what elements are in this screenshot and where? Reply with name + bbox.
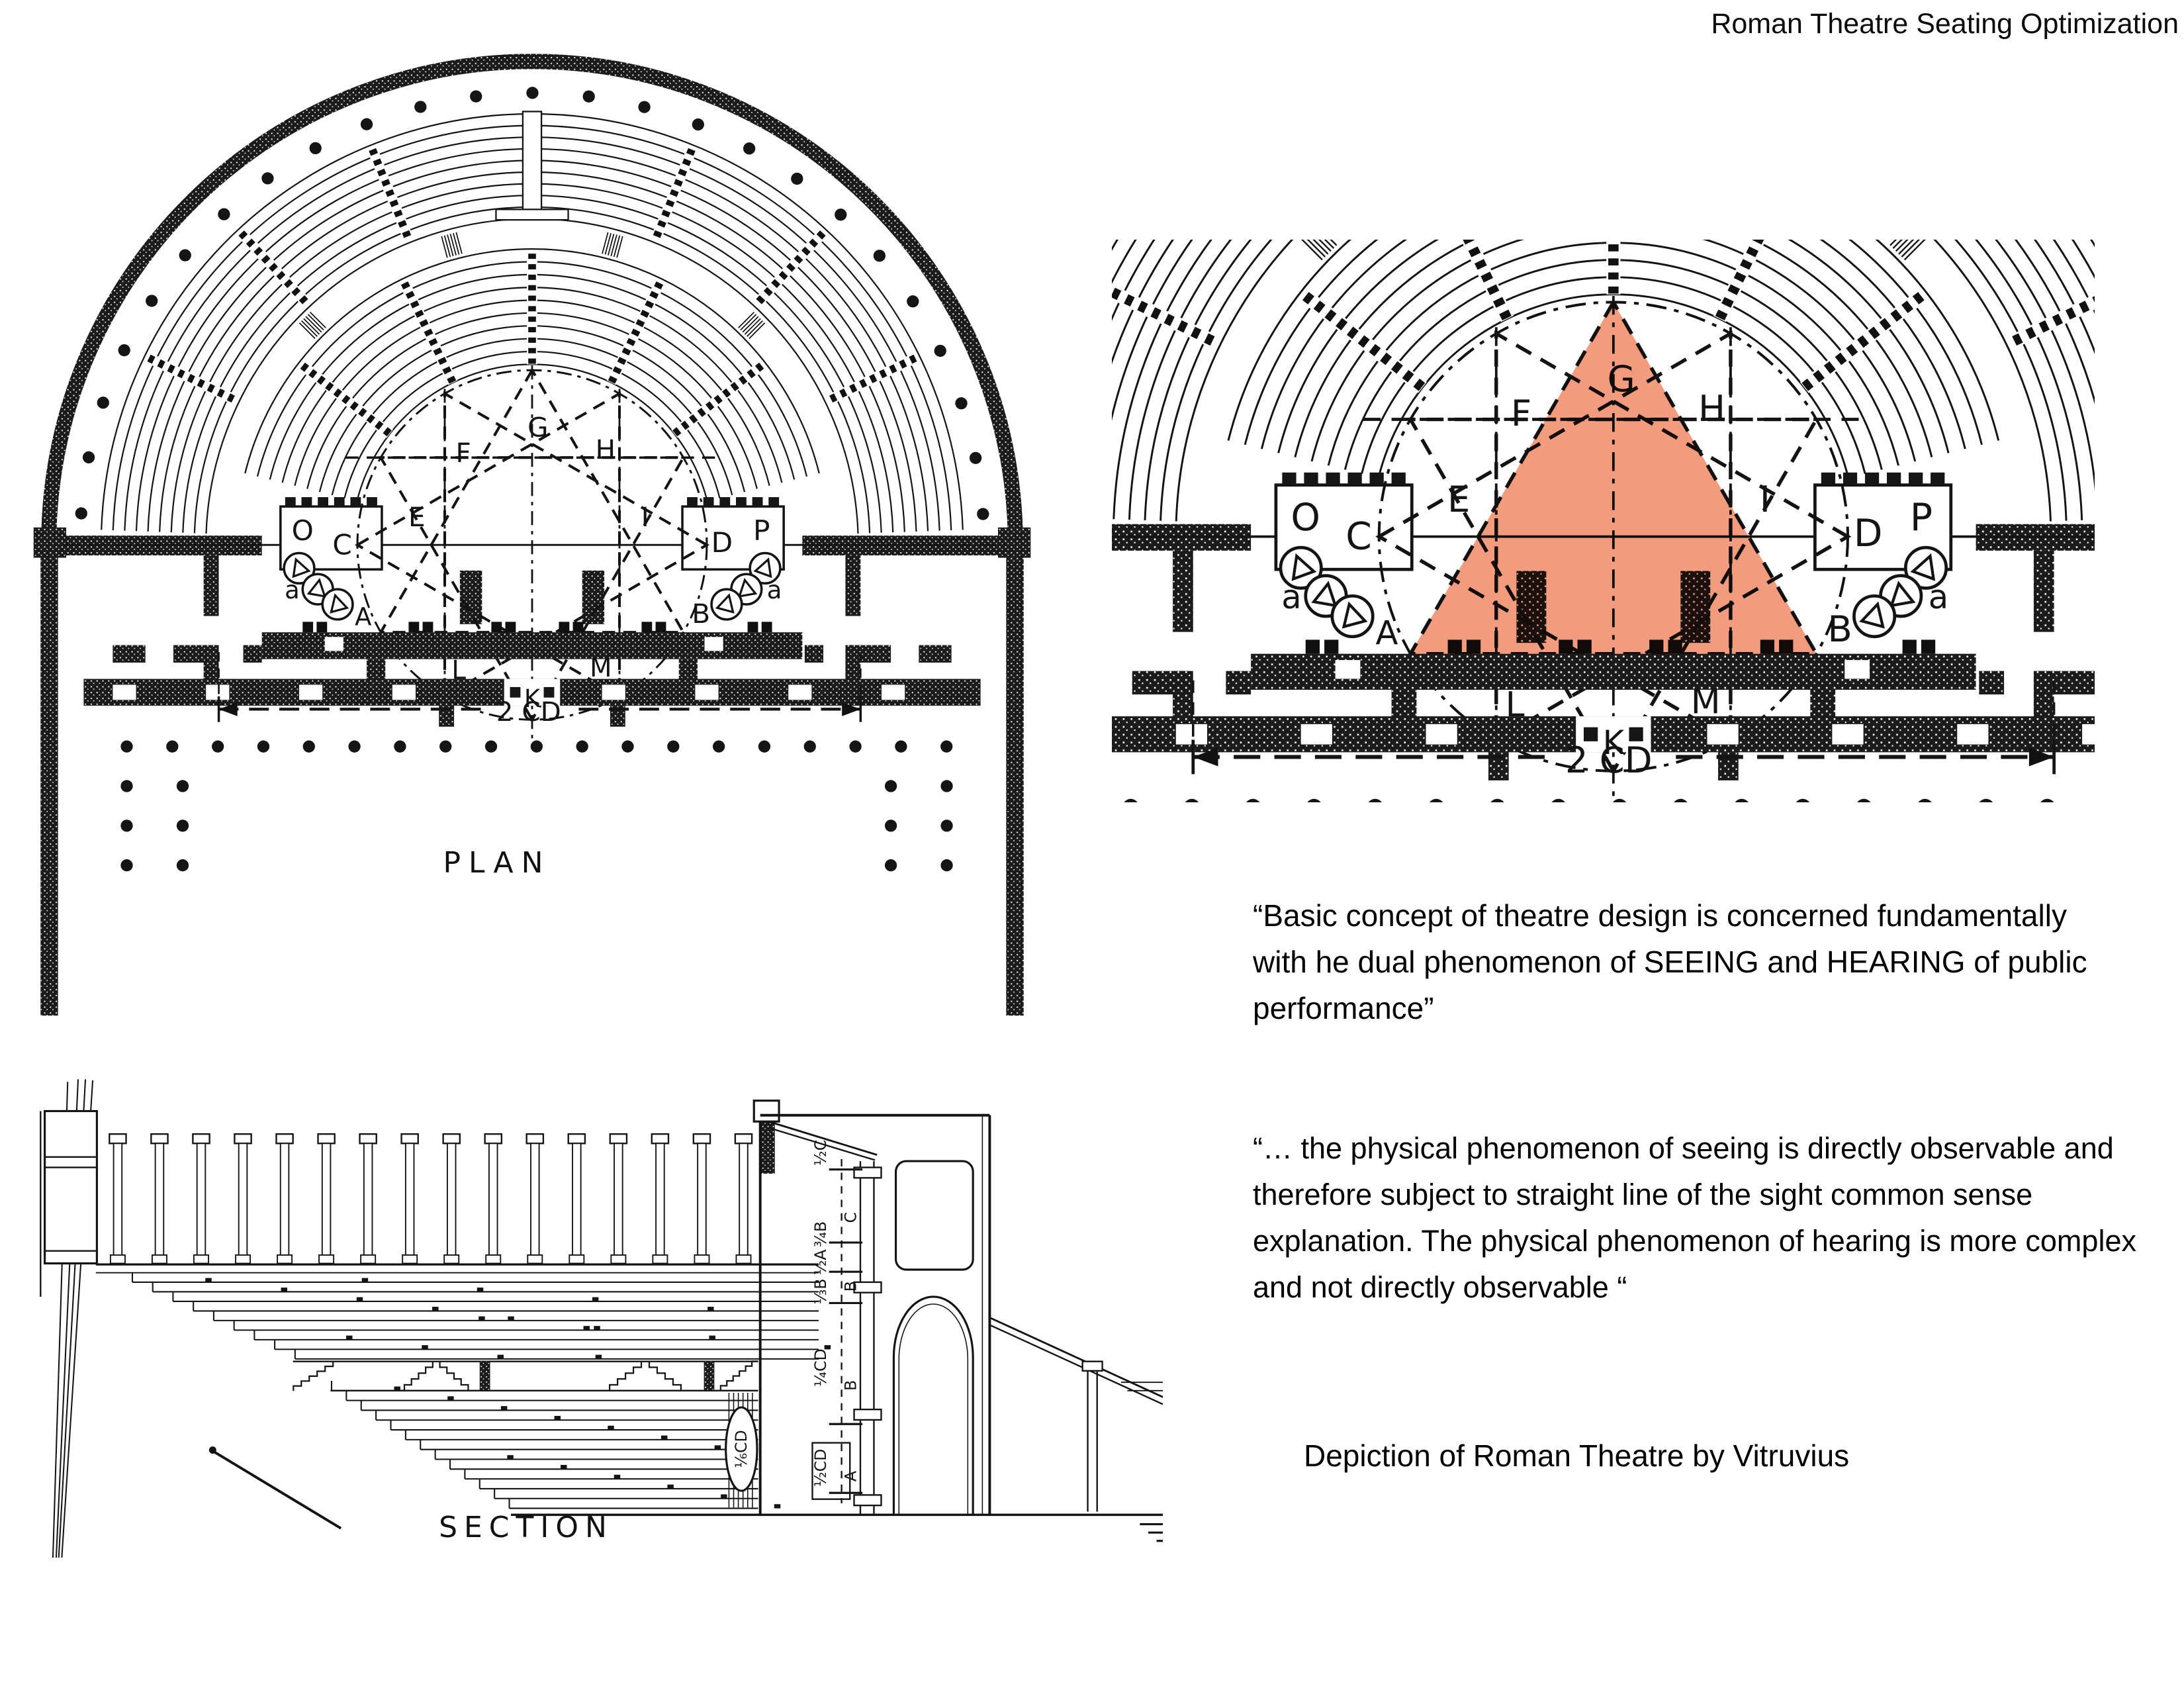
- section-dim-letter-1: B: [842, 1281, 860, 1291]
- page-title: Roman Theatre Seating Optimization: [1711, 8, 2179, 40]
- plan-drawing: 2 CDGFHEICDABLMKOPaa: [0, 0, 1115, 1046]
- plan-caption: PLAN: [443, 846, 551, 880]
- section-caption: SECTION: [439, 1511, 614, 1544]
- section-drawing: ⅙CD ½C ¾B½A ⅓B ¼CD ½CD C B B A: [40, 1079, 1163, 1558]
- section-dim-frac-5: ½CD: [811, 1449, 830, 1487]
- sight-triangle-highlight: [1410, 302, 1817, 654]
- section-dim-frac-2: ½A: [811, 1249, 830, 1275]
- quote-seeing-hearing: “Basic concept of theatre design is conc…: [1253, 898, 2087, 1025]
- section-dim-letter-3: A: [842, 1471, 860, 1481]
- section-dim-letter-2: B: [842, 1380, 860, 1391]
- section-oval-label: ⅙CD: [732, 1430, 751, 1468]
- section-dim-frac-1: ¾B: [811, 1221, 830, 1247]
- zoom-figure: [1112, 240, 2095, 802]
- section-dim-frac-3: ⅓B: [811, 1279, 830, 1305]
- figure-attribution: Depiction of Roman Theatre by Vitruvius: [1304, 1438, 1850, 1473]
- section-dim-frac-0: ½C: [811, 1140, 830, 1166]
- section-dim-letter-0: C: [842, 1212, 860, 1223]
- quote-physical-phenomenon: “… the physical phenomenon of seeing is …: [1253, 1131, 2136, 1304]
- section-dim-frac-4: ¼CD: [811, 1348, 830, 1387]
